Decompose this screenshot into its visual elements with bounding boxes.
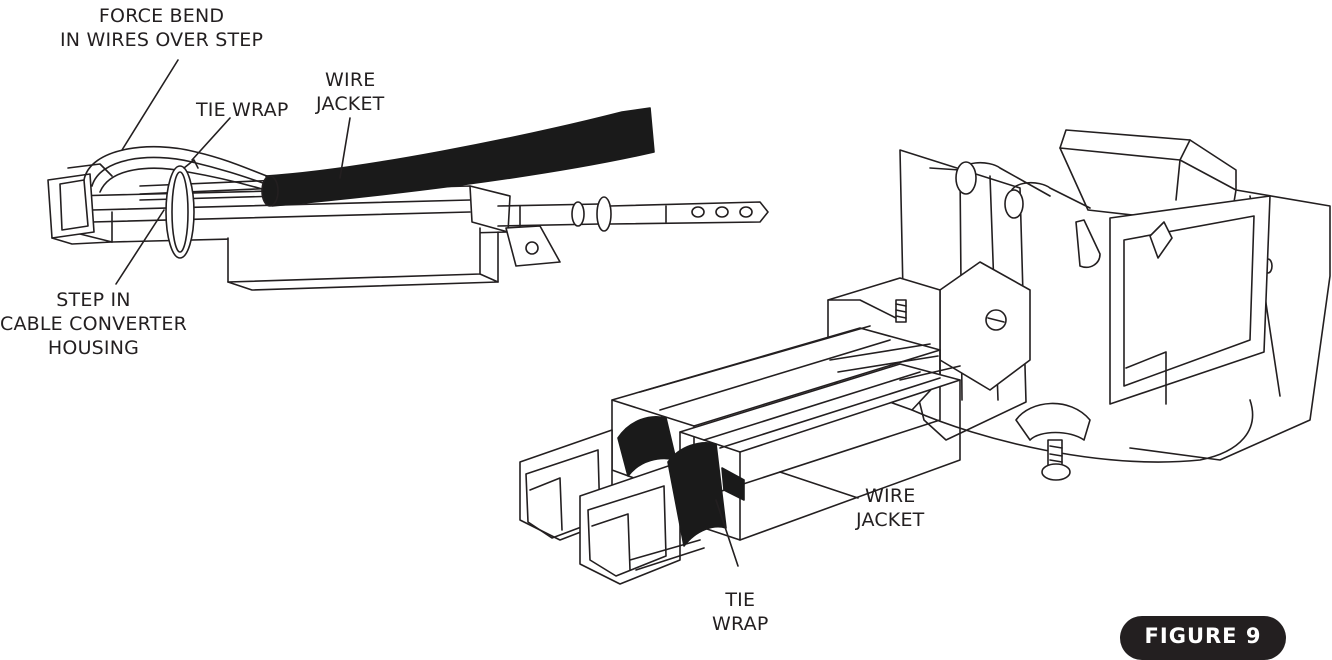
cable-converters-pair [519,325,961,585]
label-wire-jacket-top: WIRE JACKET [316,69,385,115]
mounting-base [827,129,1331,481]
label-tie-wrap-bottom: TIE WRAP [712,589,769,635]
leader-lines-bottom [715,471,859,567]
label-wire-jacket-bottom: WIRE JACKET [856,485,925,531]
label-step-in-housing: STEP IN CABLE CONVERTER HOUSING [0,289,187,359]
label-tie-wrap-top: TIE WRAP [196,99,289,121]
assembly-illustration [47,59,1331,585]
leader-lines-top [115,59,351,285]
cable-converter-top [47,107,769,291]
figure-label: FIGURE 9 [1120,616,1286,660]
label-force-bend: FORCE BEND IN WIRES OVER STEP [60,5,264,51]
